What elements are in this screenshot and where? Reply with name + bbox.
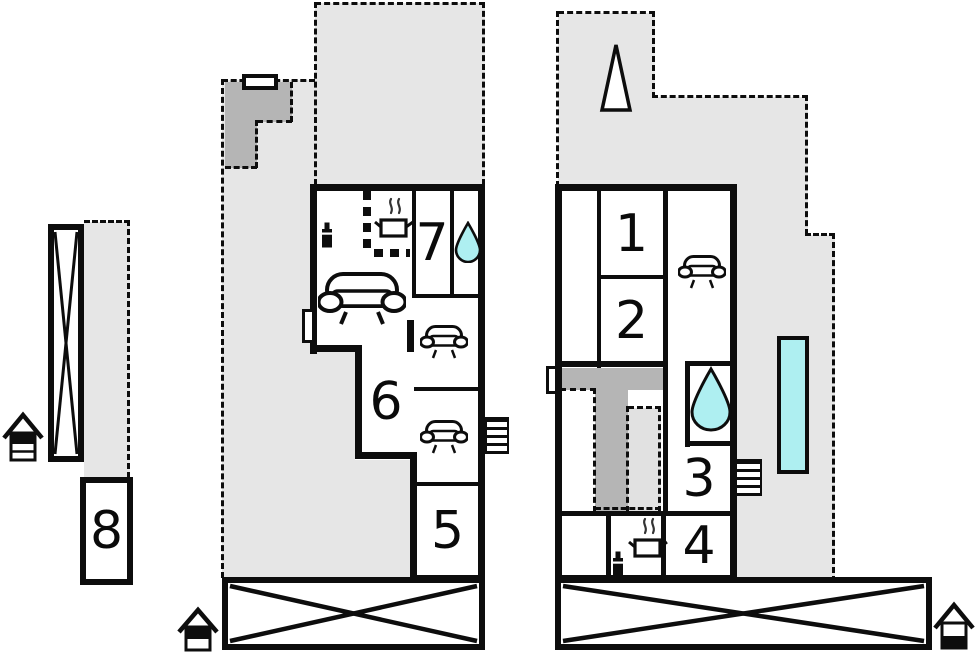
entry-steps-dash <box>257 120 292 123</box>
boundary-dash <box>832 233 835 582</box>
wall-interior <box>685 361 690 447</box>
stair-dash <box>658 406 661 512</box>
sofa-icon <box>420 325 468 359</box>
wall-interior <box>597 191 601 368</box>
room-8 <box>80 477 133 585</box>
room-7-label: 7 <box>415 213 449 273</box>
entry-steps-dash <box>225 166 257 169</box>
wall-interior <box>685 441 737 446</box>
bottle-icon <box>320 222 334 248</box>
wall <box>730 184 737 582</box>
boundary-dash <box>84 220 130 223</box>
bottle-icon <box>611 551 625 577</box>
outbuilding-icon <box>933 600 975 650</box>
wall-interior <box>414 482 478 486</box>
wall <box>355 452 417 459</box>
stair-dash <box>593 388 596 512</box>
house-b-stair-flight <box>595 390 628 511</box>
crossed-deck-icon <box>48 224 84 462</box>
wall-interior <box>414 387 478 391</box>
stair-dash <box>560 388 596 391</box>
room-2-label: 2 <box>614 290 649 351</box>
boundary-dash <box>315 2 485 5</box>
wall-interior <box>407 320 414 352</box>
crossed-deck-icon <box>222 577 485 650</box>
wall <box>555 184 562 582</box>
wall <box>355 345 362 459</box>
kitchen-counter-icon <box>374 249 410 257</box>
sofa-icon <box>678 255 726 289</box>
terrace-strip-left <box>84 222 130 478</box>
wall-interior <box>661 511 666 582</box>
door-icon <box>546 366 558 394</box>
sofa-icon <box>420 420 468 454</box>
entry-steps-dash <box>255 120 258 168</box>
room-8-label: 8 <box>89 501 124 561</box>
boundary-dash <box>652 11 655 98</box>
wall-interior <box>685 361 737 366</box>
terrace-area-left-column-3 <box>222 458 410 578</box>
wall <box>310 184 485 191</box>
room-3-label: 3 <box>682 448 716 509</box>
terrace-area-top-middle <box>315 3 485 185</box>
door-icon <box>302 309 315 343</box>
wall <box>410 452 417 582</box>
house-b-stair-upper-flight <box>628 408 661 511</box>
water-drop-icon <box>453 221 483 263</box>
stair-dash <box>595 507 661 510</box>
wall <box>310 345 362 352</box>
wall-interior <box>606 511 611 582</box>
wall <box>310 184 317 354</box>
terrace-area-left-column-2 <box>222 350 355 458</box>
wall-interior <box>412 191 416 297</box>
room-1-label: 1 <box>614 203 649 264</box>
stairs-icon <box>485 417 509 454</box>
water-drop-icon <box>688 366 734 432</box>
wall-interior <box>557 361 665 367</box>
entry-steps-side <box>225 122 257 168</box>
stove-icon <box>372 196 416 242</box>
boundary-dash <box>652 95 808 98</box>
outbuilding-icon <box>2 410 44 462</box>
room-4-label: 4 <box>682 515 716 576</box>
wall <box>555 184 737 191</box>
crossed-deck-icon <box>555 577 932 650</box>
house-a-footprint-lower <box>410 458 485 579</box>
terrace-area-right-wide <box>558 97 808 185</box>
boundary-dash <box>221 79 224 578</box>
boundary-dash <box>482 2 485 185</box>
boundary-dash <box>805 95 808 235</box>
sofa-icon <box>318 272 406 326</box>
wall <box>478 184 485 582</box>
wall-interior <box>600 275 663 279</box>
wall-interior <box>663 191 668 516</box>
terrace-area-right-side-1 <box>737 185 808 235</box>
kitchen-counter-icon <box>363 191 371 255</box>
stair-dash <box>628 406 661 409</box>
room-5-label: 5 <box>430 501 465 561</box>
window-icon <box>242 74 278 90</box>
entry-steps-dash <box>290 82 293 122</box>
boundary-dash <box>556 11 559 187</box>
stair-dash <box>626 406 629 512</box>
stairs-icon <box>735 459 762 496</box>
boundary-dash <box>127 220 130 478</box>
tree-icon <box>599 43 633 113</box>
house-b-stair-landing <box>561 368 663 390</box>
wall-interior <box>412 294 482 298</box>
outbuilding-icon <box>177 606 219 652</box>
room-6-label: 6 <box>369 372 403 432</box>
boundary-dash <box>314 2 317 185</box>
house-a-footprint-upper <box>310 185 485 352</box>
wall-interior <box>557 511 737 516</box>
wall-interior <box>450 191 454 297</box>
pool <box>777 336 809 474</box>
stove-icon <box>626 516 670 562</box>
boundary-dash <box>805 233 835 236</box>
boundary-dash <box>558 11 655 14</box>
